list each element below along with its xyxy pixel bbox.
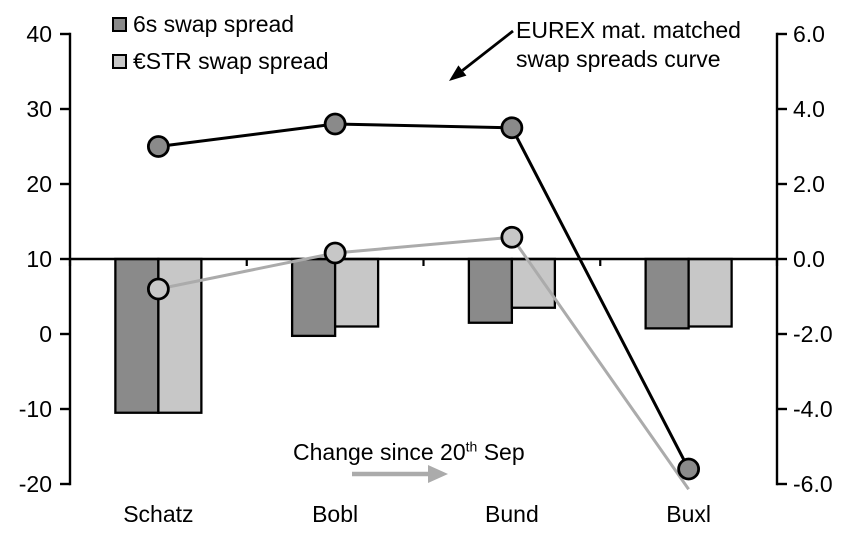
change-annotation-text: Change since 20 — [293, 439, 466, 465]
svg-text:40: 40 — [26, 21, 52, 47]
svg-text:Buxl: Buxl — [666, 501, 711, 527]
svg-text:-4.0: -4.0 — [793, 396, 833, 422]
svg-text:Bobl: Bobl — [312, 501, 358, 527]
svg-text:4.0: 4.0 — [793, 96, 825, 122]
legend-label-estr: €STR swap spread — [133, 48, 329, 74]
svg-text:-10: -10 — [19, 396, 52, 422]
svg-text:6.0: 6.0 — [793, 21, 825, 47]
curve-annotation-line2: swap spreads curve — [516, 46, 721, 72]
svg-text:0.0: 0.0 — [793, 246, 825, 272]
svg-text:Bund: Bund — [485, 501, 539, 527]
svg-text:10: 10 — [26, 246, 52, 272]
curve-annotation: EUREX mat. matched swap spreads curve — [516, 16, 741, 74]
change-annotation-suffix: Sep — [477, 439, 525, 465]
legend-label-6s: 6s swap spread — [133, 11, 295, 37]
legend-item-6s-swap-spread: 6s swap spread — [112, 10, 329, 39]
svg-text:30: 30 — [26, 96, 52, 122]
svg-text:20: 20 — [26, 171, 52, 197]
svg-text:Schatz: Schatz — [123, 501, 193, 527]
svg-text:-2.0: -2.0 — [793, 321, 833, 347]
svg-text:-20: -20 — [19, 471, 52, 497]
change-annotation: Change since 20th Sep — [293, 439, 525, 466]
svg-text:2.0: 2.0 — [793, 171, 825, 197]
chart-legend: 6s swap spread €STR swap spread — [112, 10, 329, 76]
svg-text:0: 0 — [39, 321, 52, 347]
curve-annotation-line1: EUREX mat. matched — [516, 17, 741, 43]
change-annotation-superscript: th — [465, 438, 478, 455]
legend-item-estr-swap-spread: €STR swap spread — [112, 47, 329, 76]
svg-text:-6.0: -6.0 — [793, 471, 833, 497]
legend-swatch-estr-icon — [112, 54, 127, 69]
legend-swatch-6s-icon — [112, 17, 127, 32]
